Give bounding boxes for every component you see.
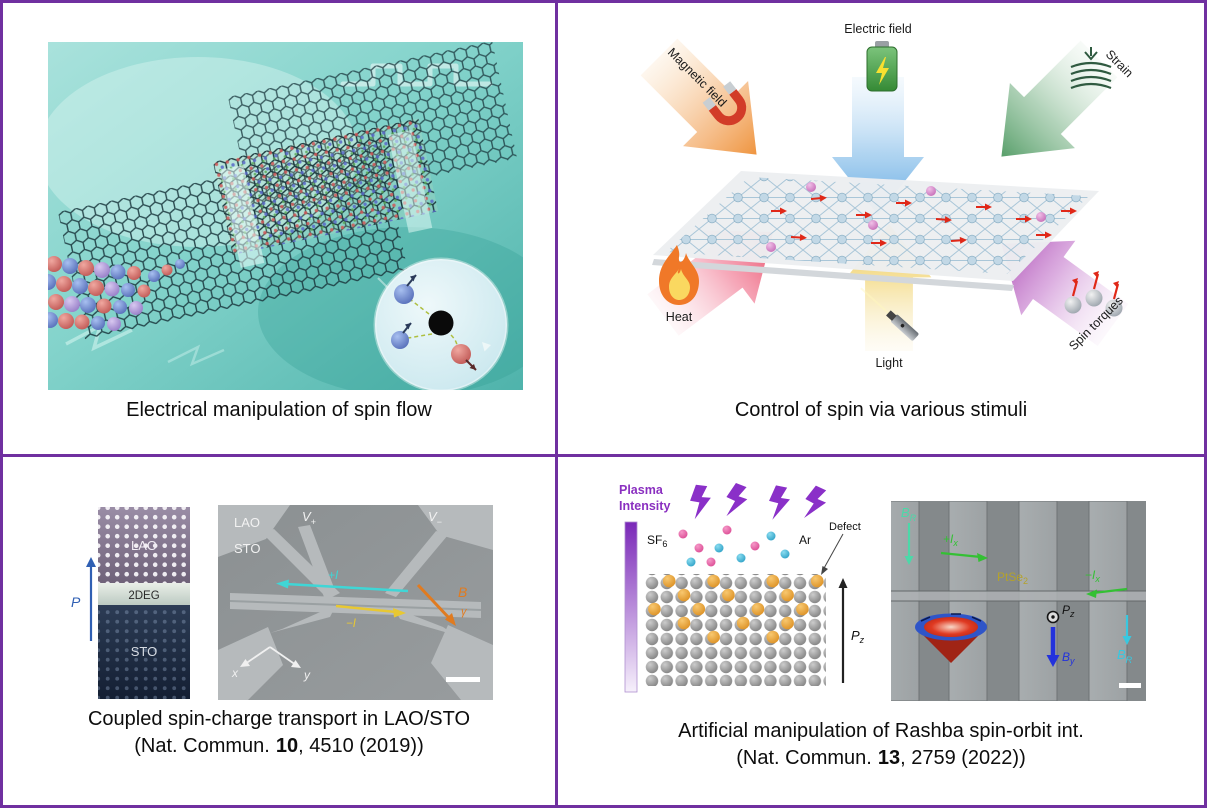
spin-scattering-inset	[373, 257, 509, 390]
current-plus-arrow: +I	[276, 568, 409, 593]
polarization-arrow: P	[71, 557, 96, 641]
label-x-axis: x	[231, 666, 239, 680]
label-y-axis: y	[303, 668, 311, 682]
defect-pointer: Defect	[821, 521, 861, 575]
label-ptse2: PtSe2	[997, 570, 1028, 586]
citation-suffix: , 4510 (2019))	[298, 735, 424, 757]
ptse2-channel	[891, 590, 1146, 602]
spin-flow-figure	[48, 42, 523, 390]
label-b-field: B	[458, 584, 467, 600]
strain-arrow	[1001, 40, 1118, 157]
label-ix-plus: +Ix	[943, 532, 958, 548]
magnetic-field-b-arrow: B γ	[416, 583, 468, 626]
atom-spheres-cluster	[48, 256, 185, 331]
label-heat: Heat	[666, 310, 693, 324]
electrode-glows	[220, 130, 433, 268]
by-arrow: By	[1046, 627, 1075, 667]
gas-molecules	[678, 525, 790, 567]
caption-rashba: Artificial manipulation of Rashba spin-o…	[558, 718, 1204, 772]
plasma-treatment-figure: Plasma Intensity SF6 Ar Defect	[619, 482, 865, 693]
magnetic-field-arrow	[640, 38, 757, 155]
laser-pointer-icon	[860, 287, 919, 341]
label-sf6: SF6	[647, 533, 667, 549]
impurity-site	[428, 310, 454, 336]
citation-suffix: , 2759 (2022))	[900, 747, 1026, 769]
br-left-arrow: BR	[901, 505, 917, 565]
lightning-bolt-icons	[690, 482, 827, 520]
label-ix-minus: −Ix	[1085, 568, 1100, 584]
lightning-streaks	[65, 322, 225, 367]
label-i-plus: +I	[328, 568, 339, 582]
label-lao-layer: LAO	[131, 538, 157, 553]
citation-volume: 10	[275, 735, 299, 757]
ix-plus-arrow: +Ix	[940, 532, 988, 562]
br-right-arrow: BR	[1117, 615, 1133, 665]
caption-lao-sto-citation: (Nat. Commun.10, 4510 (2019))	[3, 733, 555, 760]
pz-out-of-plane-symbol: Pz	[1046, 603, 1075, 624]
panel-lao-sto: P LAO 2DEG STO	[3, 457, 555, 805]
strain-icon	[1070, 47, 1112, 90]
ix-minus-arrow: −Ix	[1085, 568, 1128, 598]
scale-bar	[446, 677, 480, 682]
lao-sto-stack-figure: P LAO 2DEG STO	[71, 507, 190, 699]
citation-prefix: (Nat. Commun.	[134, 735, 270, 757]
hall-bar-device	[218, 505, 493, 700]
heterostructure-stack: LAO 2DEG STO	[98, 507, 190, 699]
rashba-cone-icon	[915, 613, 987, 663]
panel-stimuli: Magnetic field Electric field Strain Hea…	[558, 3, 1204, 454]
atom-lattice	[645, 574, 826, 686]
panel-spin-flow: Electrical manipulation of spin flow	[3, 3, 555, 454]
label-pz: Pz	[851, 628, 865, 645]
lao-sto-sem-figure: LAO STO V+ V− +I −I B γ	[218, 505, 493, 700]
label-sem-sto: STO	[234, 541, 261, 556]
label-plasma-line2: Intensity	[619, 499, 670, 513]
label-polarization: P	[71, 594, 81, 610]
label-i-minus: −I	[346, 618, 357, 630]
pz-arrow: Pz	[838, 578, 865, 683]
spin-torques-arrow	[1001, 240, 1129, 347]
caption-stimuli: Control of spin via various stimuli	[734, 399, 1028, 421]
panel-rashba: Plasma Intensity SF6 Ar Defect	[558, 457, 1204, 805]
caption-spin-flow: Electrical manipulation of spin flow	[126, 399, 432, 421]
label-ar: Ar	[799, 533, 811, 547]
magnet-icon	[702, 81, 747, 126]
scale-bar	[1119, 683, 1141, 688]
axes-indicator: x y	[231, 646, 311, 682]
spin-spheres-icon	[1064, 271, 1123, 317]
citation-volume: 13	[877, 747, 901, 769]
flame-icon	[659, 245, 699, 305]
citation-prefix: (Nat. Commun.	[736, 747, 872, 769]
label-sem-lao: LAO	[234, 515, 260, 530]
label-by: By	[1062, 650, 1075, 666]
label-electric-field: Electric field	[844, 22, 911, 36]
label-br-right: BR	[1117, 647, 1133, 665]
label-gamma-angle: γ	[461, 606, 468, 618]
caption-lao-sto: Coupled spin-charge transport in LAO/STO…	[3, 706, 555, 760]
stimuli-figure: Magnetic field Electric field Strain Hea…	[640, 22, 1136, 370]
grid-divider-vertical	[555, 3, 558, 805]
plasma-intensity-bar	[624, 521, 638, 693]
label-2deg-layer: 2DEG	[128, 590, 159, 602]
caption-lao-sto-title: Coupled spin-charge transport in LAO/STO	[87, 708, 471, 730]
caption-rashba-citation: (Nat. Commun.13, 2759 (2022))	[558, 745, 1204, 772]
label-br-left: BR	[901, 505, 917, 523]
label-light: Light	[875, 356, 903, 370]
caption-rashba-title: Artificial manipulation of Rashba spin-o…	[678, 720, 1084, 742]
overlap-region	[212, 118, 439, 255]
label-sto-layer: STO	[131, 644, 158, 659]
ptse2-sem-figure: BR +Ix PtSe2 −Ix BR	[891, 501, 1146, 701]
label-defect: Defect	[829, 521, 861, 533]
label-v-plus: V+	[302, 509, 316, 527]
defect-atoms	[648, 574, 824, 644]
label-pz-symbol: Pz	[1062, 603, 1075, 619]
grid-divider-horizontal	[3, 454, 1204, 457]
battery-icon	[866, 41, 898, 92]
label-plasma-line1: Plasma	[619, 483, 664, 497]
crystal-lattice	[652, 171, 1099, 291]
label-v-minus: V−	[428, 509, 442, 527]
current-minus-arrow: −I	[335, 604, 406, 630]
